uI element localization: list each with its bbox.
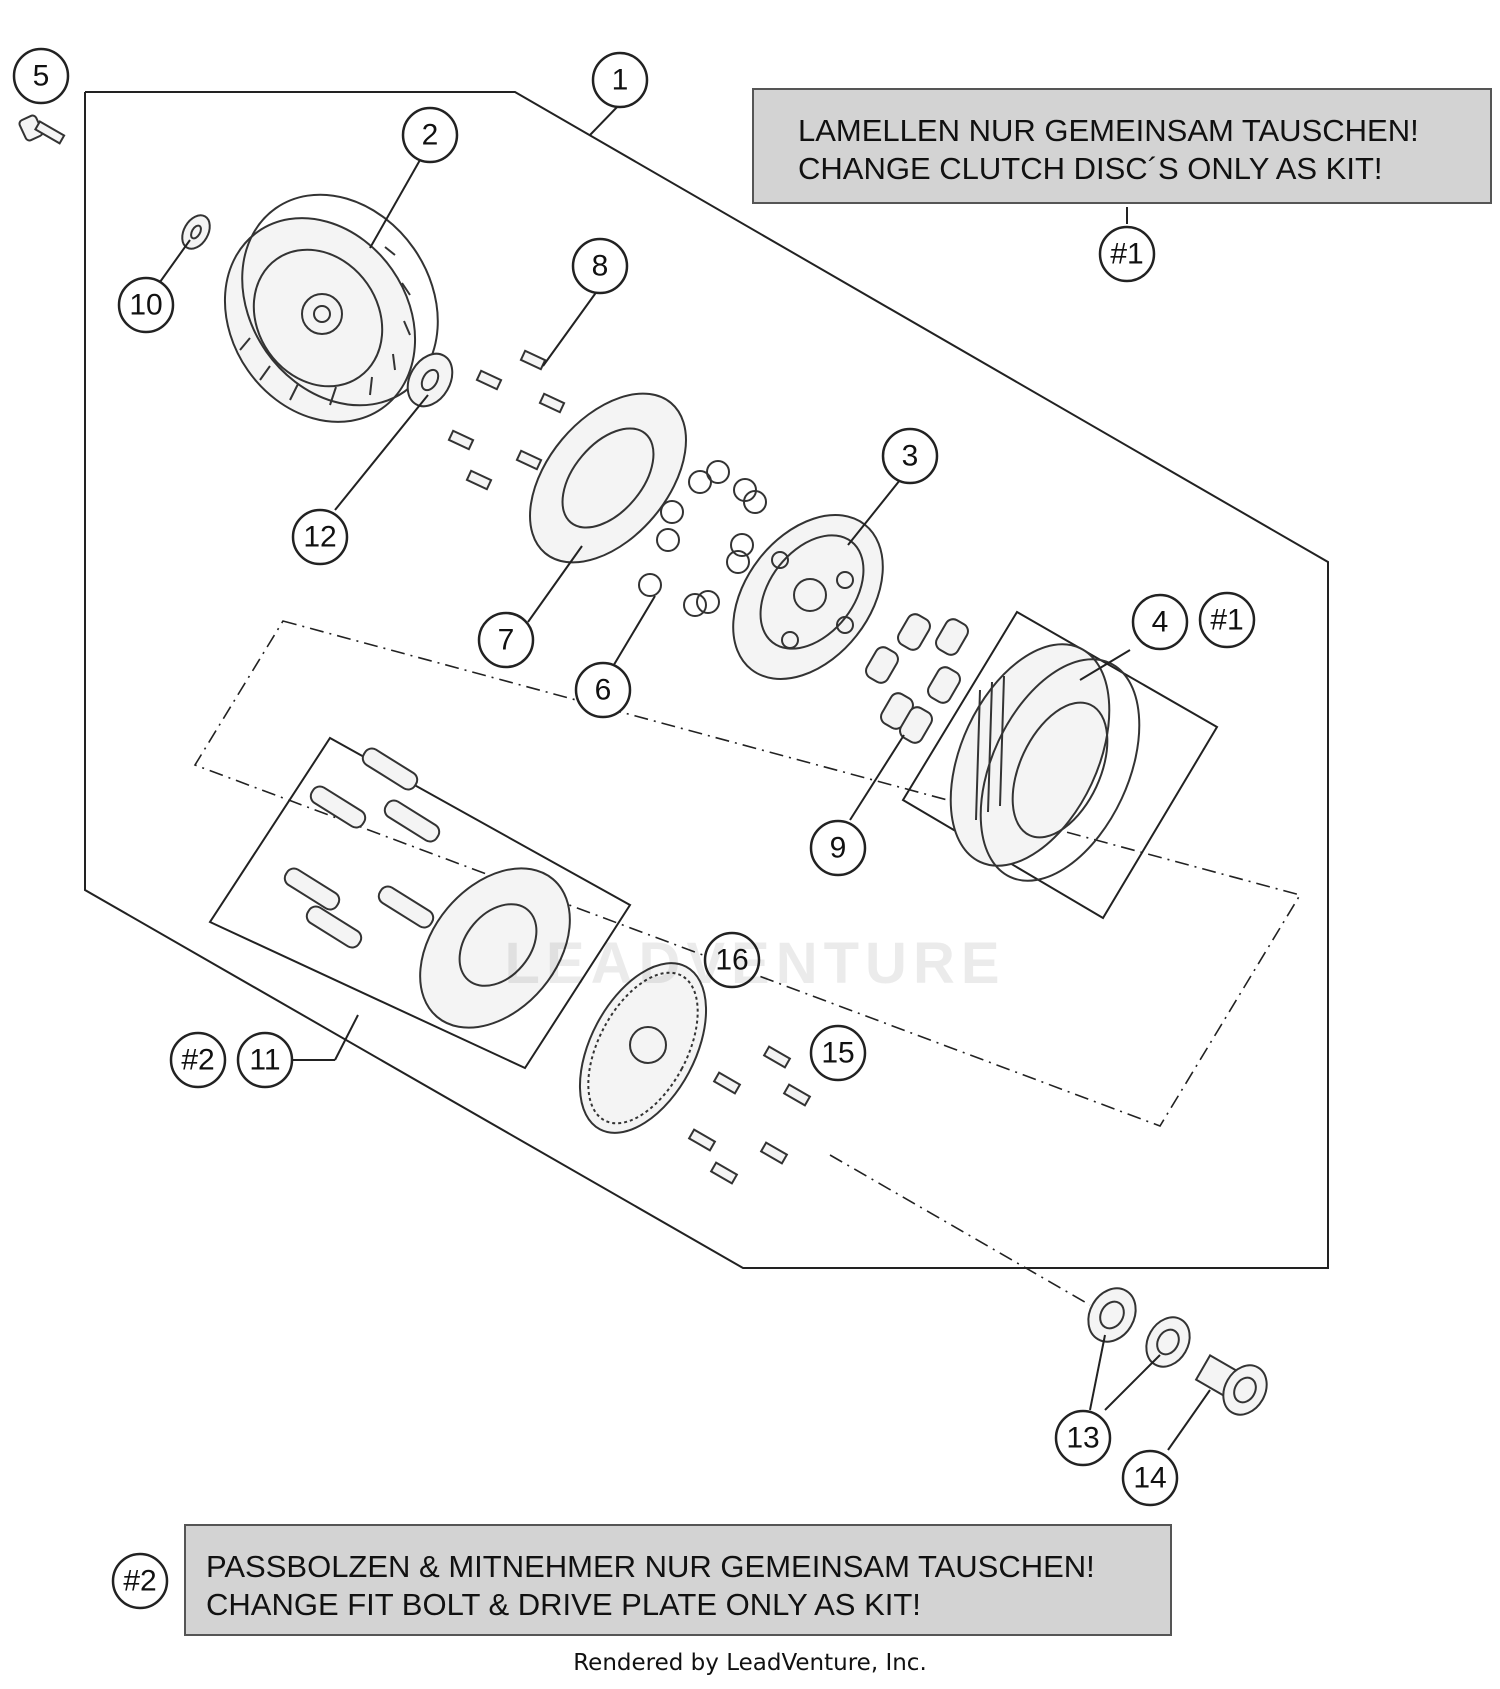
callout-11-label: 11 bbox=[249, 1044, 280, 1077]
note-1-line-1: LAMELLEN NUR GEMEINSAM TAUSCHEN! bbox=[798, 113, 1419, 148]
clutch-disc-pack-part-4 bbox=[949, 643, 1141, 882]
callout-13-label: 13 bbox=[1066, 1422, 1099, 1455]
callout-ref-2-note: #2 bbox=[111, 1552, 169, 1610]
callout-1: 1 bbox=[591, 51, 649, 109]
watermark-logo: LEADVENTURE bbox=[504, 931, 1006, 996]
callout-12-label: 12 bbox=[303, 521, 336, 554]
callout-1-label: 1 bbox=[612, 64, 629, 97]
callout-ref-1-note: #1 bbox=[1098, 225, 1156, 283]
leader-lines bbox=[159, 103, 1211, 1451]
note-fit-bolt-kit: PASSBOLZEN & MITNEHMER NUR GEMEINSAM TAU… bbox=[184, 1524, 1172, 1636]
callout-15: 15 bbox=[809, 1024, 867, 1082]
callout-9: 9 bbox=[809, 819, 867, 877]
callout-6-label: 6 bbox=[595, 674, 612, 707]
washer-part-10 bbox=[181, 214, 211, 250]
clutch-basket-part-2 bbox=[223, 193, 439, 423]
axis-line bbox=[829, 1154, 1091, 1306]
thrust-washer-part-12 bbox=[406, 352, 454, 408]
callout-8-label: 8 bbox=[592, 250, 609, 283]
drive-plate-group-outline bbox=[193, 620, 1302, 1127]
callout-7-label: 7 bbox=[498, 624, 515, 657]
callout-2-label: 2 bbox=[422, 119, 439, 152]
callout-9-label: 9 bbox=[830, 832, 847, 865]
callout-ref-2-note-label: #2 bbox=[123, 1565, 156, 1598]
callout-ref-1-disc: #1 bbox=[1198, 591, 1256, 649]
screws-part-15 bbox=[687, 1045, 812, 1185]
callout-10-label: 10 bbox=[129, 289, 162, 322]
callout-4: 4 bbox=[1131, 593, 1189, 651]
callout-2: 2 bbox=[401, 106, 459, 164]
callout-3-label: 3 bbox=[902, 440, 919, 473]
bolt-part-5 bbox=[18, 114, 66, 145]
callout-ref-2-bolt-label: #2 bbox=[181, 1044, 214, 1077]
drive-plate bbox=[419, 867, 571, 1029]
bolts-part-8 bbox=[447, 349, 566, 491]
callout-15-label: 15 bbox=[821, 1037, 854, 1070]
spacer-part-14 bbox=[1194, 1354, 1268, 1416]
fit-bolts-part-11 bbox=[283, 747, 441, 949]
note-2-line-2: CHANGE FIT BOLT & DRIVE PLATE ONLY AS KI… bbox=[206, 1587, 921, 1622]
note-1-line-2: CHANGE CLUTCH DISC´S ONLY AS KIT! bbox=[798, 151, 1383, 186]
note-2-line-1: PASSBOLZEN & MITNEHMER NUR GEMEINSAM TAU… bbox=[206, 1549, 1095, 1584]
callout-16: 16 bbox=[703, 931, 761, 989]
callout-8: 8 bbox=[571, 237, 629, 295]
clutch-disc-kit-box bbox=[901, 610, 1219, 920]
balls-part-6 bbox=[638, 460, 767, 617]
callout-14-label: 14 bbox=[1133, 1462, 1166, 1495]
callout-12: 12 bbox=[291, 508, 349, 566]
callout-4-label: 4 bbox=[1152, 606, 1169, 639]
note-clutch-disc-kit: LAMELLEN NUR GEMEINSAM TAUSCHEN! CHANGE … bbox=[752, 88, 1492, 204]
pressure-ring-part-7 bbox=[529, 392, 687, 564]
callout-3: 3 bbox=[881, 427, 939, 485]
footer-credit: Rendered by LeadVenture, Inc. bbox=[573, 1650, 927, 1676]
callout-13: 13 bbox=[1054, 1409, 1112, 1467]
fit-bolt-kit-box bbox=[208, 736, 632, 1070]
bushings-part-13 bbox=[1087, 1287, 1191, 1368]
callout-10: 10 bbox=[117, 276, 175, 334]
callout-5-label: 5 bbox=[33, 60, 50, 93]
callout-6: 6 bbox=[574, 661, 632, 719]
callout-11: 11 bbox=[236, 1031, 294, 1089]
callout-7: 7 bbox=[477, 611, 535, 669]
springs-part-9 bbox=[865, 613, 969, 744]
assembly-outline bbox=[84, 91, 1329, 1269]
callout-ref-1-disc-label: #1 bbox=[1210, 604, 1243, 637]
callout-ref-2-bolt: #2 bbox=[169, 1031, 227, 1089]
callout-16-label: 16 bbox=[715, 944, 748, 977]
callout-14: 14 bbox=[1121, 1449, 1179, 1507]
callout-ref-1-note-label: #1 bbox=[1110, 238, 1143, 271]
primary-gear-part-16 bbox=[578, 962, 708, 1134]
callout-5: 5 bbox=[12, 47, 70, 105]
